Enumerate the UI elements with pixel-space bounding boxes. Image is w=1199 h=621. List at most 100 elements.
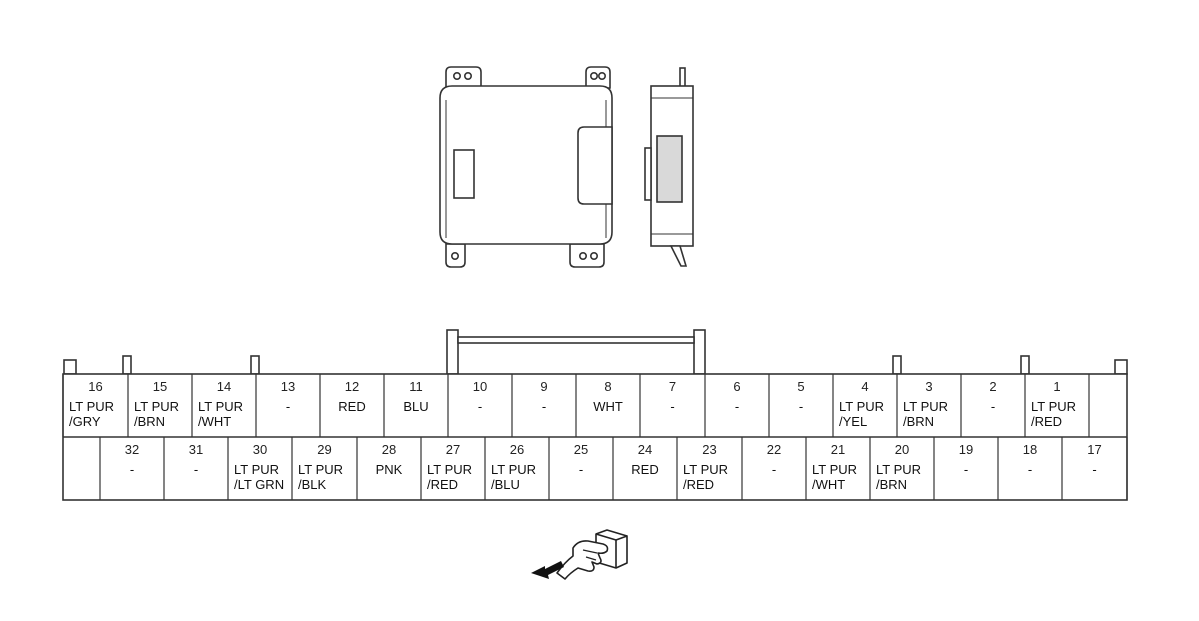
pin-cell: 31 - xyxy=(189,437,229,500)
wire-color-label: LT PUR xyxy=(683,462,728,477)
pin-cell: 9- xyxy=(540,374,577,437)
pin-cell: 22- xyxy=(767,437,807,500)
wire-color-label: LT PUR xyxy=(839,399,884,414)
wire-color-label: LT PUR xyxy=(903,399,948,414)
wire-color-label: /BRN xyxy=(134,414,165,429)
module-front-icon xyxy=(439,66,613,268)
pin-number: 18 xyxy=(1023,442,1037,457)
pin-number: 25 xyxy=(574,442,588,457)
wire-color-label: - xyxy=(799,399,803,414)
pin-number: 30 xyxy=(253,442,267,457)
pin-cell: 25 - xyxy=(574,437,614,500)
wire-color-label: - xyxy=(542,399,546,414)
pin-number: 3 xyxy=(925,379,932,394)
pin-cell: 10 - xyxy=(473,374,513,437)
pin-number: 7 xyxy=(669,379,676,394)
wire-color-label: /GRY xyxy=(69,414,101,429)
pin-number: 28 xyxy=(382,442,396,457)
wire-color-label: LT PUR xyxy=(876,462,921,477)
wire-color-label: /BLK xyxy=(298,477,327,492)
wire-color-label: /BRN xyxy=(903,414,934,429)
wire-color-label: - xyxy=(1092,462,1096,477)
wire-color-label: - xyxy=(964,462,968,477)
pin-number: 17 xyxy=(1087,442,1101,457)
pin-cell: 21 LT PUR/WHT xyxy=(812,437,871,500)
wire-color-label: - xyxy=(579,462,583,477)
module-side-icon xyxy=(644,67,694,267)
pin-number: 10 xyxy=(473,379,487,394)
pin-number: 22 xyxy=(767,442,781,457)
pin-number: 9 xyxy=(540,379,547,394)
pin-number: 32 xyxy=(125,442,139,457)
wire-color-label: LT PUR xyxy=(134,399,179,414)
wire-color-label: LT PUR xyxy=(491,462,536,477)
wire-color-label: LT PUR xyxy=(234,462,279,477)
pin-number: 6 xyxy=(733,379,740,394)
pin-cell: 15 LT PUR/BRN xyxy=(134,374,193,437)
pin-number: 27 xyxy=(446,442,460,457)
wire-color-label: - xyxy=(478,399,482,414)
wire-color-label: /WHT xyxy=(812,477,845,492)
pin-number: 31 xyxy=(189,442,203,457)
pin-cell: 16 LT PUR/GRY xyxy=(69,374,129,437)
pin-number: 15 xyxy=(153,379,167,394)
wire-color-label: - xyxy=(286,399,290,414)
wire-color-label: WHT xyxy=(593,399,623,414)
pin-number: 20 xyxy=(895,442,909,457)
wire-color-label: /WHT xyxy=(198,414,231,429)
pin-cell: 3 LT PUR/BRN xyxy=(903,374,962,437)
pin-number: 4 xyxy=(861,379,868,394)
wire-color-label: - xyxy=(735,399,739,414)
wire-color-label: LT PUR xyxy=(69,399,114,414)
wire-color-label: - xyxy=(130,462,134,477)
pin-cell: 30 LT PUR/LT GRN xyxy=(234,437,293,500)
pin-cell: 18 - xyxy=(1023,437,1063,500)
wire-color-label: RED xyxy=(631,462,658,477)
pin-number: 14 xyxy=(217,379,231,394)
wire-color-label: - xyxy=(991,399,995,414)
pin-number: 24 xyxy=(638,442,652,457)
connector-outline xyxy=(62,329,1128,501)
wire-color-label: - xyxy=(670,399,674,414)
wire-color-label: LT PUR xyxy=(427,462,472,477)
wire-color-label: - xyxy=(194,462,198,477)
hand-pointing-connector-icon xyxy=(531,529,628,580)
pin-cell: 14 LT PUR/WHT xyxy=(198,374,257,437)
wire-color-label: /RED xyxy=(683,477,714,492)
pin-cell: 1 LT PUR/RED xyxy=(1031,374,1090,437)
wire-color-label: PNK xyxy=(376,462,403,477)
wire-color-label: RED xyxy=(338,399,365,414)
wire-color-label: LT PUR xyxy=(812,462,857,477)
wire-color-label: /LT GRN xyxy=(234,477,284,492)
pin-number: 16 xyxy=(88,379,102,394)
pin-number: 26 xyxy=(510,442,524,457)
wire-color-label: LT PUR xyxy=(298,462,343,477)
pin-cell: 5- xyxy=(797,374,834,437)
pin-cell: 29 LT PUR/BLK xyxy=(298,437,358,500)
pin-number: 2 xyxy=(989,379,996,394)
wire-color-label: LT PUR xyxy=(198,399,243,414)
pin-number: 1 xyxy=(1053,379,1060,394)
pin-number: 29 xyxy=(317,442,331,457)
pin-number: 21 xyxy=(831,442,845,457)
wire-color-label: BLU xyxy=(403,399,428,414)
pin-cell: 19- xyxy=(959,437,999,500)
pin-cell: 13- xyxy=(281,374,321,437)
pin-number: 8 xyxy=(604,379,611,394)
wire-color-label: LT PUR xyxy=(1031,399,1076,414)
wire-color-label: /YEL xyxy=(839,414,867,429)
wire-color-label: - xyxy=(1028,462,1032,477)
pin-cell: 7- xyxy=(669,374,706,437)
wire-color-label: /RED xyxy=(427,477,458,492)
wire-color-label: /RED xyxy=(1031,414,1062,429)
pin-cell: 17 - xyxy=(1087,437,1128,500)
